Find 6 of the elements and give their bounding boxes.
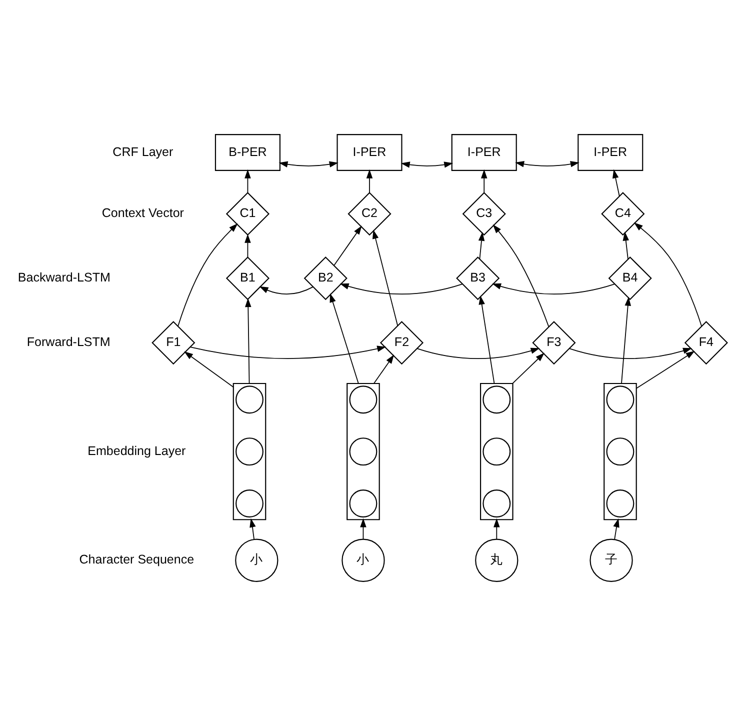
label: Forward-LSTM [26,334,110,349]
label: Embedding Layer [88,443,186,458]
label: Backward-LSTM [18,270,110,284]
label: Character Sequence [79,552,194,566]
label: Context Vector [102,206,184,220]
label: CRF Layer [112,144,174,158]
